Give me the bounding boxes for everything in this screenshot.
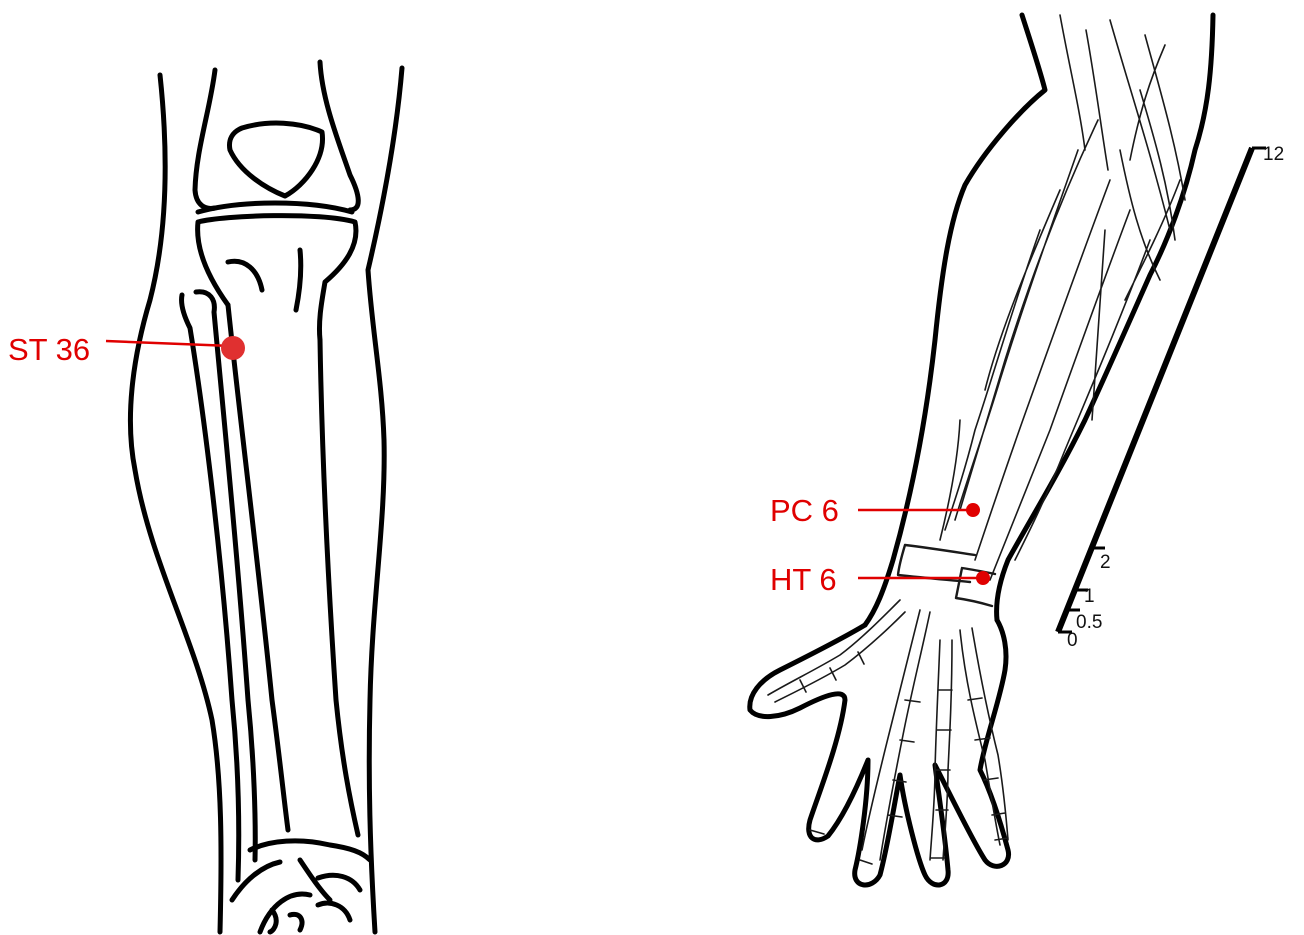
tibia-head xyxy=(198,216,356,340)
scale-tick-0-5: 0.5 xyxy=(1076,612,1102,633)
st36-label: ST 36 xyxy=(8,332,90,367)
ht6-point xyxy=(976,571,990,585)
hand-bones xyxy=(768,600,1008,864)
femur xyxy=(195,62,358,210)
st36-point xyxy=(221,336,245,360)
scale-bar xyxy=(1058,148,1252,632)
ht6-label: HT 6 xyxy=(770,562,837,597)
arm-illustration: 0 0.5 1 2 12 PC 6 HT 6 xyxy=(750,15,1284,885)
st36-leader xyxy=(106,341,232,346)
tibia-shaft xyxy=(228,305,358,835)
tibial-tuberosity xyxy=(228,250,301,310)
hand-outline xyxy=(750,620,1009,885)
scale-tick-2: 2 xyxy=(1100,552,1111,573)
scale-tick-0: 0 xyxy=(1067,630,1078,651)
pc6-label: PC 6 xyxy=(770,493,839,528)
scale-tick-1: 1 xyxy=(1084,586,1095,607)
patella xyxy=(230,123,323,196)
leg-outline-right xyxy=(368,68,402,932)
knee-joint xyxy=(198,203,352,212)
leg-outline-left xyxy=(130,75,221,932)
scale-tick-12: 12 xyxy=(1263,144,1284,165)
forearm-tendons xyxy=(940,15,1185,580)
leg-illustration: ST 36 xyxy=(8,62,402,932)
pc6-point xyxy=(966,503,980,517)
